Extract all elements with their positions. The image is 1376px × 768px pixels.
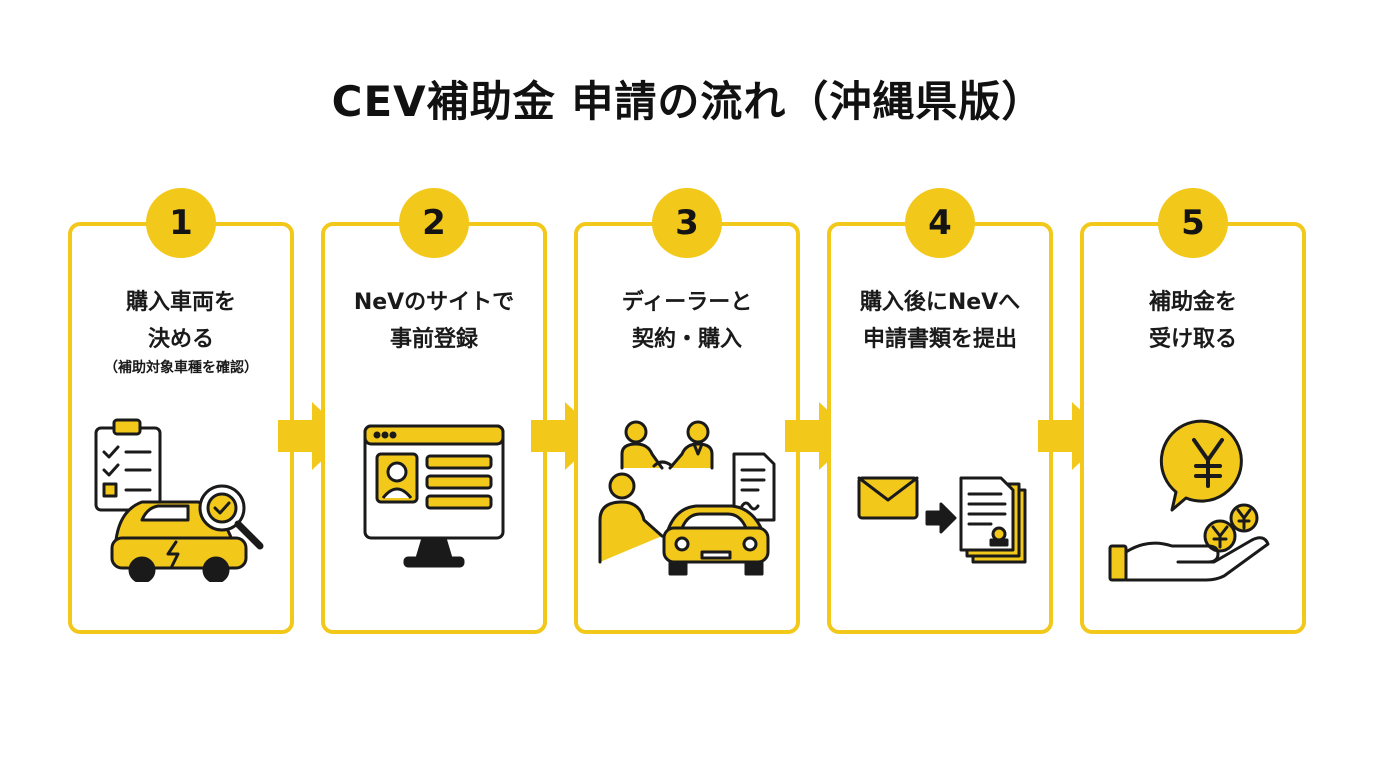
step-4-title-line-2: 申請書類を提出 <box>862 327 1017 352</box>
yen-hand-icon <box>1108 419 1270 582</box>
step-1-title-line-1: 購入車両を <box>125 290 236 315</box>
step-2-title: NeVのサイトで 事前登録 <box>325 284 543 358</box>
step-4-title: 購入後にNeVへ 申請書類を提出 <box>831 284 1049 358</box>
handshake-car-contract-icon <box>598 420 776 576</box>
step-2-number-badge: 2 <box>399 188 469 258</box>
step-2-title-line-1: NeVのサイトで <box>353 290 515 315</box>
web-registration-monitor-icon <box>363 424 505 568</box>
step-card-4: 購入後にNeVへ 申請書類を提出 <box>827 222 1053 634</box>
step-card-1: 購入車両を 決める （補助対象車種を確認） <box>68 222 294 634</box>
step-card-3: ディーラーと 契約・購入 <box>574 222 800 634</box>
checklist-car-magnifier-icon <box>94 418 264 582</box>
step-5-title: 補助金を 受け取る <box>1084 284 1302 358</box>
step-3-title-line-1: ディーラーと <box>621 290 753 315</box>
page-title: CEV補助金 申請の流れ（沖縄県版） <box>331 77 1045 126</box>
step-1-note: （補助対象車種を確認） <box>104 360 258 376</box>
arrow-right-icon <box>1038 402 1108 470</box>
arrow-right-icon <box>278 402 348 470</box>
step-3-title: ディーラーと 契約・購入 <box>578 284 796 358</box>
step-2-title-line-2: 事前登録 <box>389 327 478 352</box>
arrow-right-icon <box>531 402 601 470</box>
step-1-title-line-2: 決める <box>147 327 214 352</box>
step-4-title-line-1: 購入後にNeVへ <box>859 290 1021 315</box>
step-3-number-badge: 3 <box>652 188 722 258</box>
arrow-right-icon <box>785 402 855 470</box>
step-1-number-badge: 1 <box>146 188 216 258</box>
step-1-title: 購入車両を 決める <box>72 284 290 358</box>
step-5-number-badge: 5 <box>1158 188 1228 258</box>
step-card-2: NeVのサイトで 事前登録 <box>321 222 547 634</box>
step-5-title-line-2: 受け取る <box>1148 327 1237 352</box>
envelope-documents-icon <box>857 476 1027 564</box>
step-card-5: 補助金を 受け取る <box>1080 222 1306 634</box>
step-4-number-badge: 4 <box>905 188 975 258</box>
step-3-title-line-2: 契約・購入 <box>631 327 742 352</box>
step-5-title-line-1: 補助金を <box>1148 290 1237 315</box>
